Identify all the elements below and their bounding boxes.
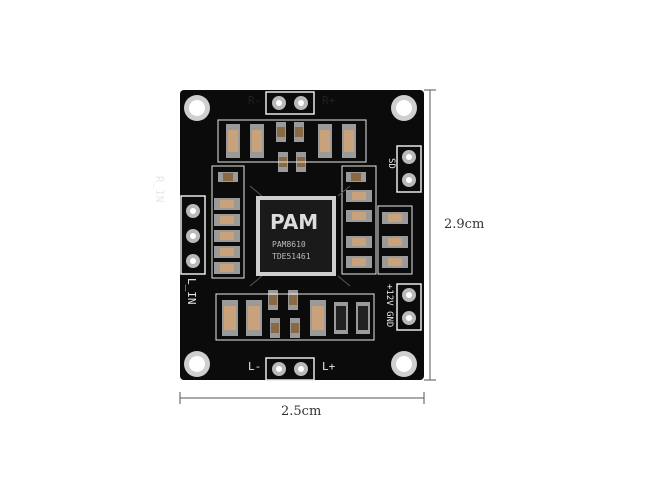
- dimension-lines: [179, 89, 436, 404]
- r-output-pads: [265, 91, 315, 115]
- chip-code: TDE51461: [272, 252, 311, 261]
- smd-components: [214, 122, 408, 338]
- amplifier-chip: [256, 196, 336, 276]
- silkscreen-outlines: [211, 119, 413, 341]
- label-sd: SD: [386, 158, 396, 169]
- chip-traces: [249, 185, 351, 287]
- width-dimension-label: 2.5cm: [281, 404, 322, 419]
- label-r-plus: R+: [322, 94, 336, 107]
- label-r-in: R_IN: [153, 176, 166, 203]
- chip-brand: PAM: [270, 210, 319, 234]
- mounting-holes: [184, 95, 417, 377]
- label-power: +12V GND: [384, 284, 394, 328]
- label-l-plus: L+: [322, 360, 336, 373]
- label-r-minus: R-: [248, 94, 262, 107]
- label-l-in: L_IN: [185, 278, 198, 305]
- input-pads: [180, 195, 206, 275]
- l-output-pads: [265, 357, 315, 381]
- sd-pads: [396, 145, 422, 193]
- height-dimension-label: 2.9cm: [444, 217, 485, 232]
- chip-model: PAM8610: [272, 240, 306, 249]
- label-l-minus: L-: [248, 360, 262, 373]
- power-pads: [396, 283, 422, 331]
